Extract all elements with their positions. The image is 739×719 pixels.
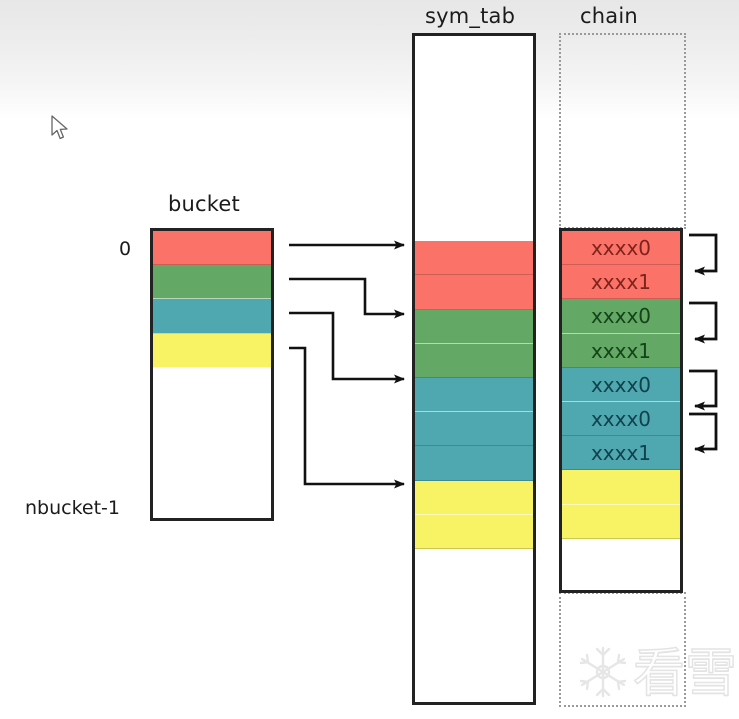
chain-title: chain [580, 4, 638, 28]
bucket-column [150, 228, 274, 521]
chain-cell [562, 470, 680, 505]
chain-cell: xxxx0 [562, 231, 680, 266]
chain-cell: xxxx0 [562, 367, 680, 402]
watermark: 看雪 [575, 643, 738, 705]
chain-cell: xxxx0 [562, 299, 680, 334]
bucket-index-first-label: 0 [119, 238, 132, 260]
sym-tab-cell [415, 412, 533, 447]
sym-tab-cell [415, 241, 533, 276]
bucket-cell [153, 265, 271, 300]
sym-tab-title: sym_tab [425, 4, 516, 28]
chain-hook-arrow-red [689, 233, 718, 276]
connector-bucket1-to-symtab [289, 277, 405, 319]
sym-tab-cell [415, 309, 533, 344]
bucket-cell [153, 299, 271, 334]
connector-bucket2-to-symtab [289, 311, 405, 384]
chain-cell-label: xxxx1 [590, 441, 652, 466]
sym-tab-cell [415, 446, 533, 481]
sym-tab-cell [415, 514, 533, 549]
bucket-cell [153, 333, 271, 368]
bucket-title: bucket [168, 192, 240, 216]
sym-tab-cell [415, 275, 533, 310]
sym-tab-cell [415, 480, 533, 515]
chain-column: xxxx0 xxxx1 xxxx0 xxxx1 xxxx0 xxxx0 xxxx1 [559, 228, 683, 593]
chain-cell: xxxx0 [562, 402, 680, 437]
chain-cell-label: xxxx0 [590, 407, 652, 431]
watermark-text: 看雪 [632, 644, 738, 704]
chain-dotted-region-top [559, 33, 686, 229]
chain-hook-arrow-green [689, 301, 718, 344]
bucket-index-last-label: nbucket-1 [25, 497, 120, 519]
chain-cell: xxxx1 [562, 333, 680, 368]
chain-cell-label: xxxx0 [590, 372, 652, 397]
sym-tab-cell [415, 378, 533, 413]
connector-bucket3-to-symtab [289, 346, 405, 489]
chain-cell [562, 504, 680, 539]
chain-cell: xxxx1 [562, 436, 680, 471]
chain-hook-arrow-teal-2 [689, 412, 718, 454]
chain-hook-arrow-teal-1 [689, 369, 718, 411]
chain-cell: xxxx1 [562, 265, 680, 300]
sym-tab-column [412, 33, 536, 705]
chain-cell-label: xxxx0 [590, 304, 652, 329]
background-gradient [0, 0, 739, 120]
chain-dotted-region-bottom [559, 592, 686, 707]
chain-cell-label: xxxx1 [590, 338, 652, 363]
mouse-cursor [51, 115, 68, 140]
snowflake-icon [579, 646, 627, 698]
chain-cell-label: xxxx1 [590, 270, 652, 295]
bucket-cell [153, 231, 271, 266]
sym-tab-cell [415, 343, 533, 378]
chain-cell-label: xxxx0 [590, 236, 652, 260]
